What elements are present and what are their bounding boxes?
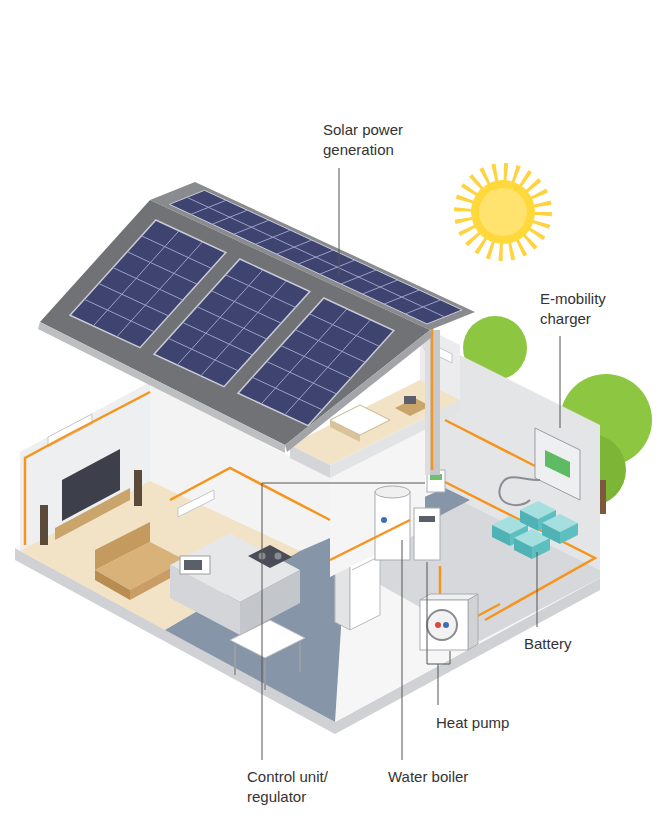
leader-line — [402, 540, 403, 760]
panel-grid — [298, 250, 333, 264]
leader-line — [427, 562, 450, 664]
kitchen — [165, 488, 470, 722]
callout-label: Control unit/ regulator — [247, 767, 353, 807]
upper-floor — [290, 445, 330, 478]
kitchen — [230, 620, 305, 658]
kitchen — [275, 553, 282, 560]
panel-grid — [341, 270, 376, 284]
leader-line — [537, 552, 538, 627]
utility-room — [414, 508, 440, 560]
pillar — [425, 330, 430, 475]
kitchen — [299, 642, 301, 672]
panel-grid — [277, 240, 312, 254]
roof — [38, 182, 475, 453]
charger — [499, 428, 580, 505]
batteries — [560, 523, 578, 544]
callout-label: Heat pump — [436, 713, 509, 733]
kitchen — [170, 565, 240, 635]
batteries — [514, 538, 532, 559]
leader-line — [438, 664, 439, 705]
batteries — [492, 501, 578, 559]
solar-panel — [238, 298, 394, 426]
living-room — [55, 488, 130, 540]
utility-room — [419, 516, 435, 522]
panel-grid — [212, 210, 247, 224]
leader-line — [262, 168, 560, 760]
panel-grid — [234, 220, 269, 234]
heat-pump-unit — [420, 594, 478, 650]
charger — [499, 477, 540, 505]
wiring — [431, 325, 434, 470]
heat-pump-unit — [427, 610, 457, 640]
utility-room — [375, 486, 410, 498]
leader-line — [262, 483, 425, 760]
solar-panel — [70, 220, 394, 426]
sun — [479, 188, 527, 236]
utility-room — [381, 517, 387, 523]
panel-grid — [252, 377, 322, 410]
wiring — [330, 520, 410, 560]
wiring — [25, 392, 150, 545]
roof — [40, 200, 430, 445]
trees — [600, 480, 606, 514]
batteries — [532, 538, 550, 559]
living-room — [134, 470, 142, 506]
kitchen — [248, 545, 292, 568]
callout-label: Battery — [524, 634, 572, 654]
wiring — [170, 468, 330, 520]
kitchen — [184, 560, 202, 570]
kitchen — [264, 660, 266, 690]
kitchen — [234, 645, 236, 675]
heat-pump-unit — [468, 594, 478, 650]
upper-floor — [404, 396, 416, 404]
panel-grid — [191, 200, 226, 214]
callout-label: Solar power generation — [323, 120, 435, 160]
sun — [463, 172, 543, 252]
batteries — [542, 523, 560, 544]
sun — [463, 172, 543, 252]
living-room — [95, 570, 130, 600]
upper-floor — [330, 400, 460, 478]
panel-grid — [84, 299, 154, 332]
utility-room — [375, 492, 410, 560]
living-room — [40, 505, 48, 545]
batteries — [492, 525, 510, 546]
leader-line — [339, 168, 340, 275]
panel-grid — [168, 338, 238, 371]
garage — [345, 345, 600, 641]
panel-grid — [320, 260, 355, 274]
wiring — [445, 420, 535, 466]
panel-grid — [363, 280, 398, 294]
panel-grid — [255, 230, 290, 244]
upper-floor — [330, 420, 360, 442]
panel-grid — [70, 220, 394, 426]
callout-label: Water boiler — [388, 767, 468, 787]
panel-grid — [384, 290, 419, 304]
sun — [471, 180, 535, 244]
heat-pump-unit — [435, 622, 441, 628]
heat-pump-unit — [443, 622, 449, 628]
charger — [545, 450, 570, 478]
solar-panel — [70, 220, 394, 426]
callout-label: E-mobility charger — [540, 289, 632, 329]
charger — [535, 428, 580, 500]
panel-grid — [405, 300, 440, 314]
kitchen — [165, 488, 470, 722]
batteries — [520, 510, 538, 531]
kitchen — [180, 556, 210, 574]
leader-line — [560, 336, 561, 428]
